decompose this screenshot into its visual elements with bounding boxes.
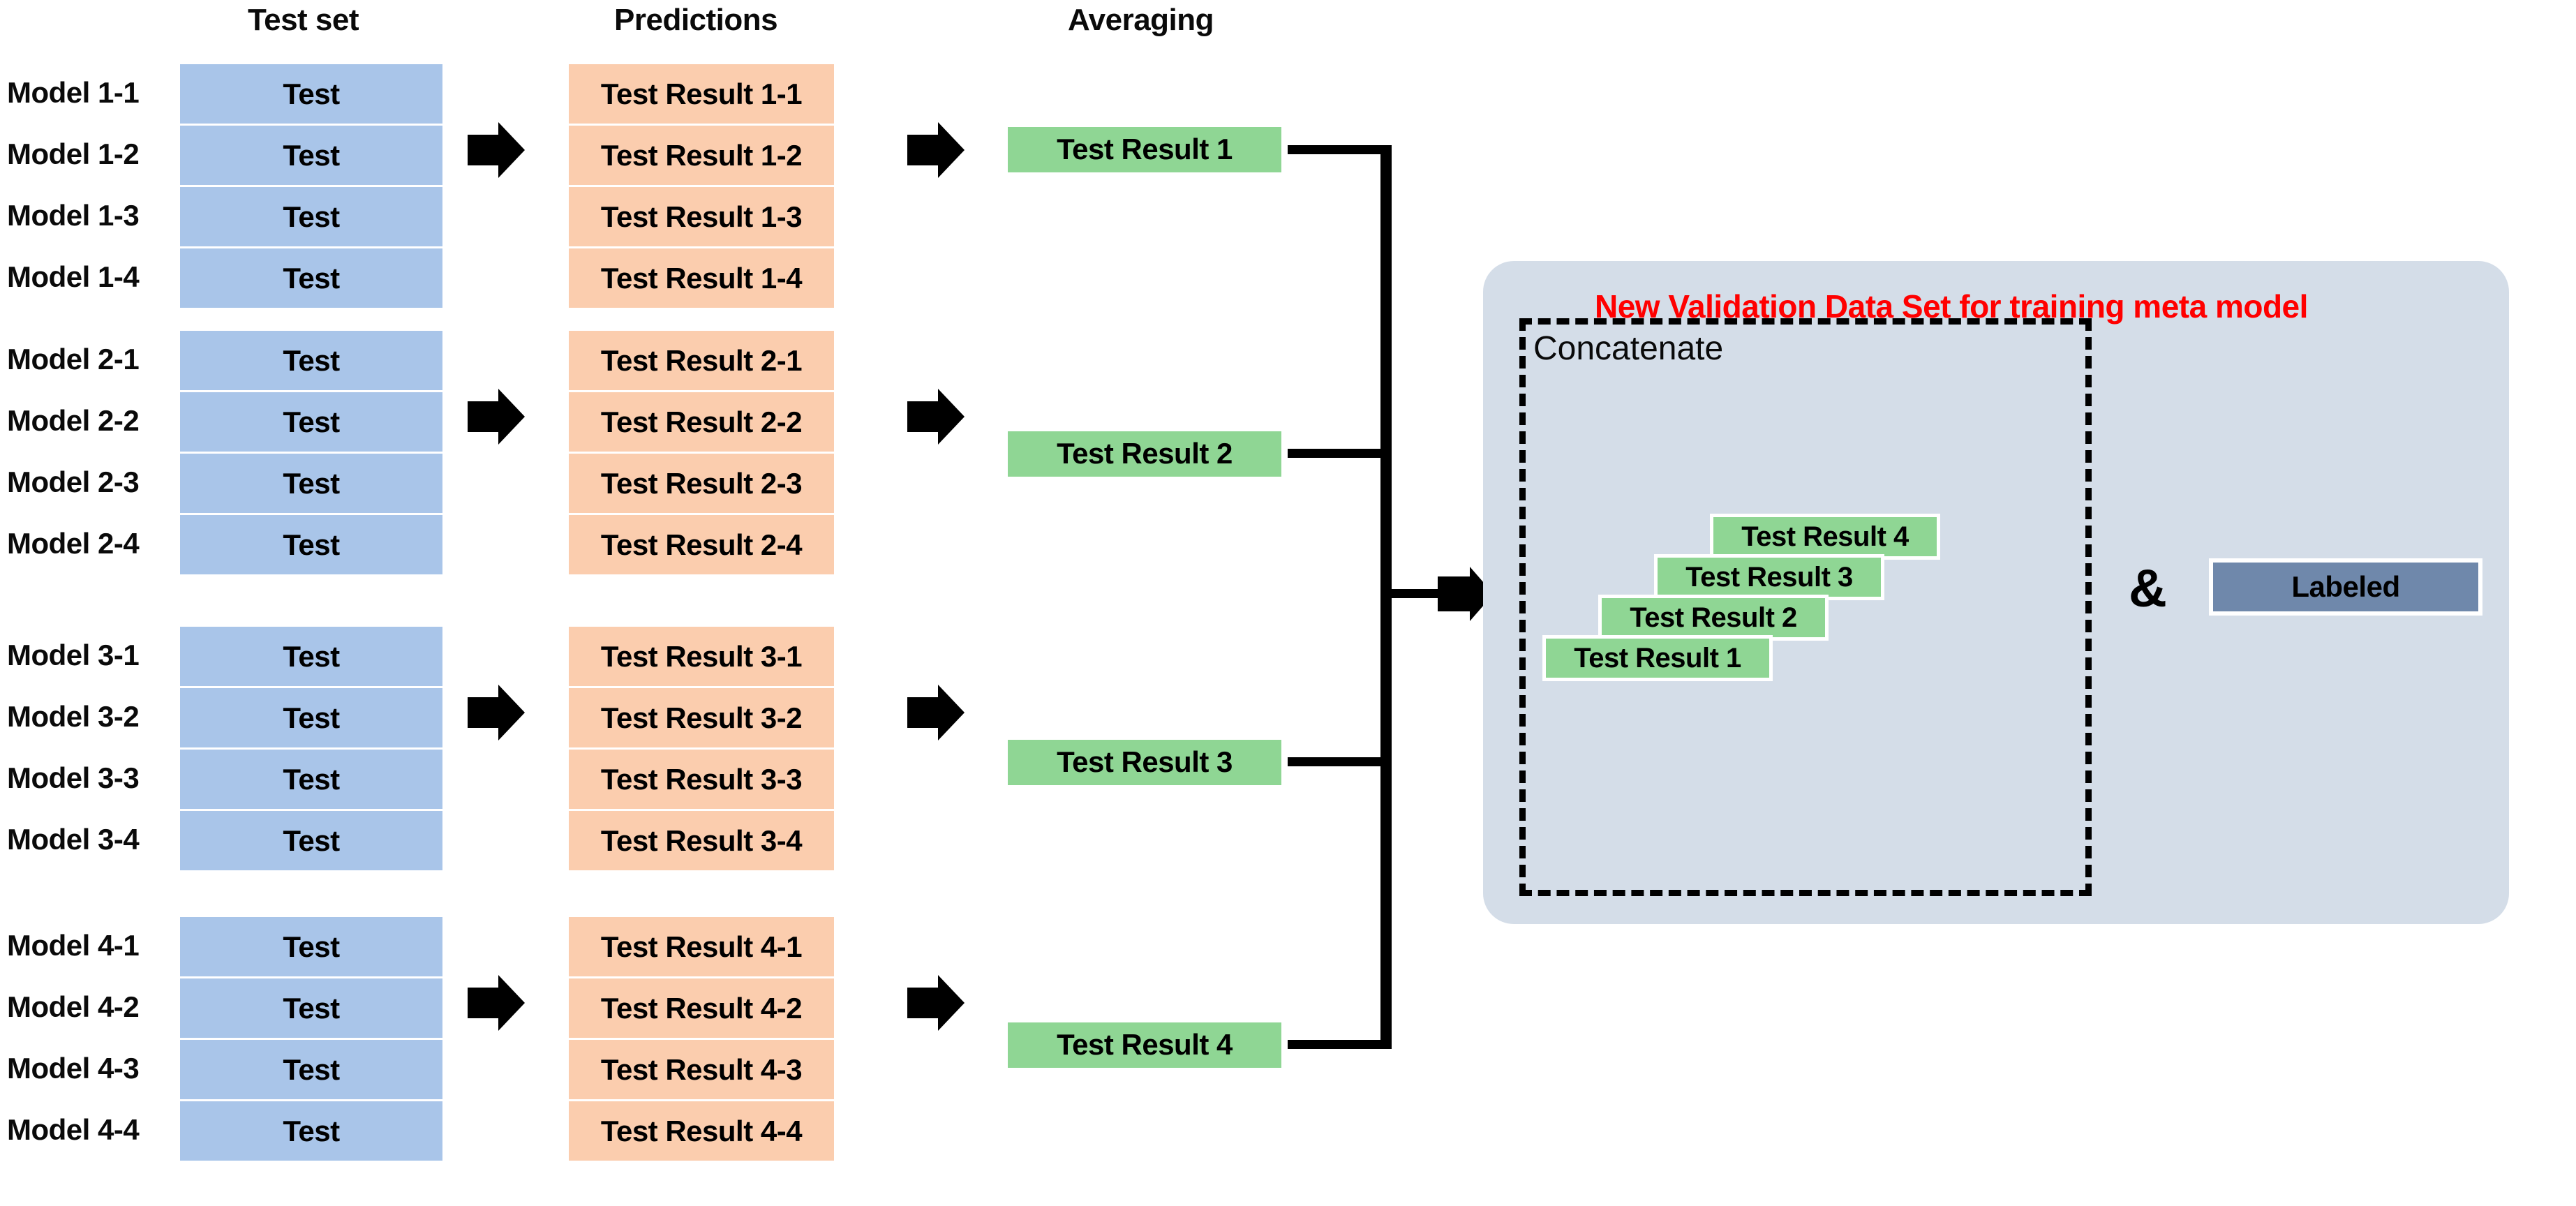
- test-cell-4-1: Test: [180, 917, 442, 976]
- average-result-box-3: Test Result 3: [1005, 736, 1284, 788]
- arrow-test-to-predictions-4: [468, 975, 525, 1031]
- prediction-cell-4-4: Test Result 4-4: [569, 1101, 834, 1161]
- column-header-predictions: Predictions: [614, 3, 778, 37]
- arrow-predictions-to-averaging-1: [907, 122, 965, 178]
- stack-card-test-result-1: Test Result 1: [1542, 635, 1773, 681]
- prediction-cell-2-1: Test Result 2-1: [569, 331, 834, 390]
- test-cell-2-2: Test: [180, 392, 442, 452]
- column-header-test-set: Test set: [248, 3, 359, 37]
- arrow-to-panel-icon: [1438, 567, 1494, 621]
- model-label-2-1: Model 2-1: [7, 342, 140, 375]
- labeled-box: Labeled: [2209, 558, 2482, 616]
- stack-card-test-result-4: Test Result 4: [1710, 514, 1940, 560]
- test-cell-1-1: Test: [180, 64, 442, 124]
- concatenate-region: [1519, 318, 2092, 896]
- connector-branch-4: [1288, 1040, 1389, 1049]
- stack-card-test-result-2: Test Result 2: [1598, 595, 1829, 641]
- model-label-3-4: Model 3-4: [7, 822, 140, 856]
- connector-branch-3: [1288, 757, 1389, 766]
- prediction-cell-1-3: Test Result 1-3: [569, 187, 834, 246]
- column-header-averaging: Averaging: [1068, 3, 1214, 37]
- prediction-cell-2-2: Test Result 2-2: [569, 392, 834, 452]
- prediction-cell-3-4: Test Result 3-4: [569, 811, 834, 870]
- prediction-cell-3-2: Test Result 3-2: [569, 688, 834, 747]
- test-cell-3-3: Test: [180, 750, 442, 809]
- average-result-box-1: Test Result 1: [1005, 124, 1284, 175]
- arrow-predictions-to-averaging-4: [907, 975, 965, 1031]
- validation-data-panel: New Validation Data Set for training met…: [1483, 261, 2509, 924]
- prediction-cell-1-1: Test Result 1-1: [569, 64, 834, 124]
- test-cell-1-2: Test: [180, 126, 442, 185]
- average-result-box-2: Test Result 2: [1005, 428, 1284, 479]
- prediction-cell-3-1: Test Result 3-1: [569, 627, 834, 686]
- test-cell-2-3: Test: [180, 454, 442, 513]
- model-label-3-1: Model 3-1: [7, 638, 140, 671]
- prediction-cell-1-2: Test Result 1-2: [569, 126, 834, 185]
- test-cell-4-3: Test: [180, 1040, 442, 1099]
- test-cell-1-3: Test: [180, 187, 442, 246]
- prediction-cell-1-4: Test Result 1-4: [569, 248, 834, 308]
- connector-branch-1: [1288, 145, 1389, 154]
- model-label-1-2: Model 1-2: [7, 137, 140, 170]
- connector-trunk: [1380, 145, 1392, 1049]
- arrow-test-to-predictions-1: [468, 122, 525, 178]
- model-label-4-3: Model 4-3: [7, 1051, 140, 1085]
- model-label-1-4: Model 1-4: [7, 260, 140, 293]
- model-label-2-3: Model 2-3: [7, 465, 140, 498]
- test-cell-2-4: Test: [180, 515, 442, 574]
- stack-card-test-result-3: Test Result 3: [1654, 554, 1884, 600]
- test-cell-4-4: Test: [180, 1101, 442, 1161]
- model-label-4-2: Model 4-2: [7, 990, 140, 1023]
- ampersand-label: &: [2129, 559, 2167, 618]
- prediction-cell-4-3: Test Result 4-3: [569, 1040, 834, 1099]
- model-label-2-4: Model 2-4: [7, 526, 140, 560]
- arrow-predictions-to-averaging-2: [907, 389, 965, 445]
- model-label-4-4: Model 4-4: [7, 1112, 140, 1146]
- test-cell-2-1: Test: [180, 331, 442, 390]
- model-label-1-3: Model 1-3: [7, 198, 140, 232]
- arrow-test-to-predictions-3: [468, 685, 525, 740]
- model-label-3-3: Model 3-3: [7, 761, 140, 794]
- test-cell-3-2: Test: [180, 688, 442, 747]
- connector-branch-2: [1288, 449, 1389, 458]
- arrow-predictions-to-averaging-3: [907, 685, 965, 740]
- model-label-2-2: Model 2-2: [7, 403, 140, 437]
- arrow-test-to-predictions-2: [468, 389, 525, 445]
- average-result-box-4: Test Result 4: [1005, 1019, 1284, 1071]
- test-cell-3-1: Test: [180, 627, 442, 686]
- test-cell-3-4: Test: [180, 811, 442, 870]
- test-cell-1-4: Test: [180, 248, 442, 308]
- prediction-cell-2-3: Test Result 2-3: [569, 454, 834, 513]
- model-label-1-1: Model 1-1: [7, 75, 140, 109]
- prediction-cell-4-1: Test Result 4-1: [569, 917, 834, 976]
- concatenate-label: Concatenate: [1533, 330, 1724, 367]
- model-label-3-2: Model 3-2: [7, 699, 140, 733]
- prediction-cell-2-4: Test Result 2-4: [569, 515, 834, 574]
- prediction-cell-3-3: Test Result 3-3: [569, 750, 834, 809]
- test-cell-4-2: Test: [180, 978, 442, 1038]
- prediction-cell-4-2: Test Result 4-2: [569, 978, 834, 1038]
- model-label-4-1: Model 4-1: [7, 928, 140, 962]
